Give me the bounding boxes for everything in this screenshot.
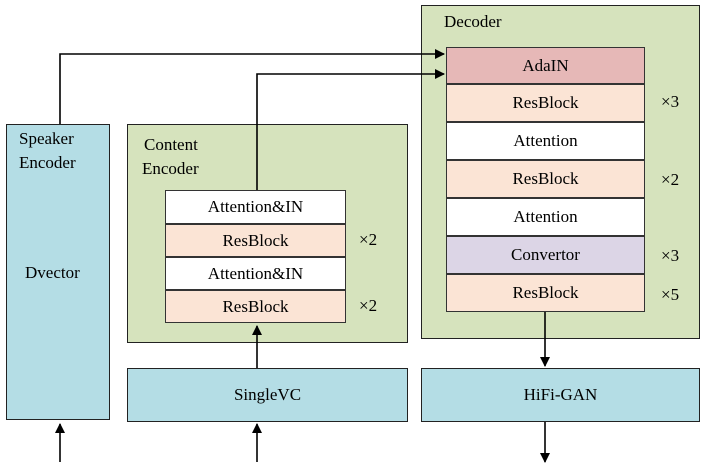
decoder-resblock-1: ResBlock <box>446 84 645 122</box>
decoder-attention-2: Attention <box>446 198 645 236</box>
arrow-speaker-to-adain <box>59 49 445 124</box>
dvector-label: Dvector <box>25 263 80 282</box>
content-attention-in-block-1: Attention&IN <box>165 190 346 224</box>
speaker-encoder-title-line2: Encoder <box>19 153 76 172</box>
hifigan-box: HiFi-GAN <box>421 368 700 422</box>
decoder-mult-2: ×2 <box>661 170 680 189</box>
content-attention-in-block-2: Attention&IN <box>165 257 346 290</box>
singlevc-box: SingleVC <box>127 368 408 422</box>
content-encoder-title-line2: Encoder <box>142 159 199 178</box>
content-resblock-1: ResBlock <box>165 224 346 257</box>
speaker-encoder-title-line1: Speaker <box>19 129 74 148</box>
decoder-adain-block: AdaIN <box>446 47 645 84</box>
content-mult-1: ×2 <box>359 230 378 249</box>
decoder-mult-4: ×5 <box>661 285 680 304</box>
content-mult-2: ×2 <box>359 296 378 315</box>
decoder-attention-1: Attention <box>446 122 645 160</box>
decoder-mult-1: ×3 <box>661 92 680 111</box>
decoder-resblock-2: ResBlock <box>446 160 645 198</box>
decoder-convertor-block: Convertor <box>446 236 645 274</box>
decoder-resblock-3: ResBlock <box>446 274 645 312</box>
speaker-encoder-box: Speaker Encoder Dvector <box>6 124 110 420</box>
decoder-mult-3: ×3 <box>661 246 680 265</box>
content-encoder-title-line1: Content <box>144 135 198 154</box>
content-resblock-2: ResBlock <box>165 290 346 323</box>
decoder-title: Decoder <box>444 12 502 31</box>
